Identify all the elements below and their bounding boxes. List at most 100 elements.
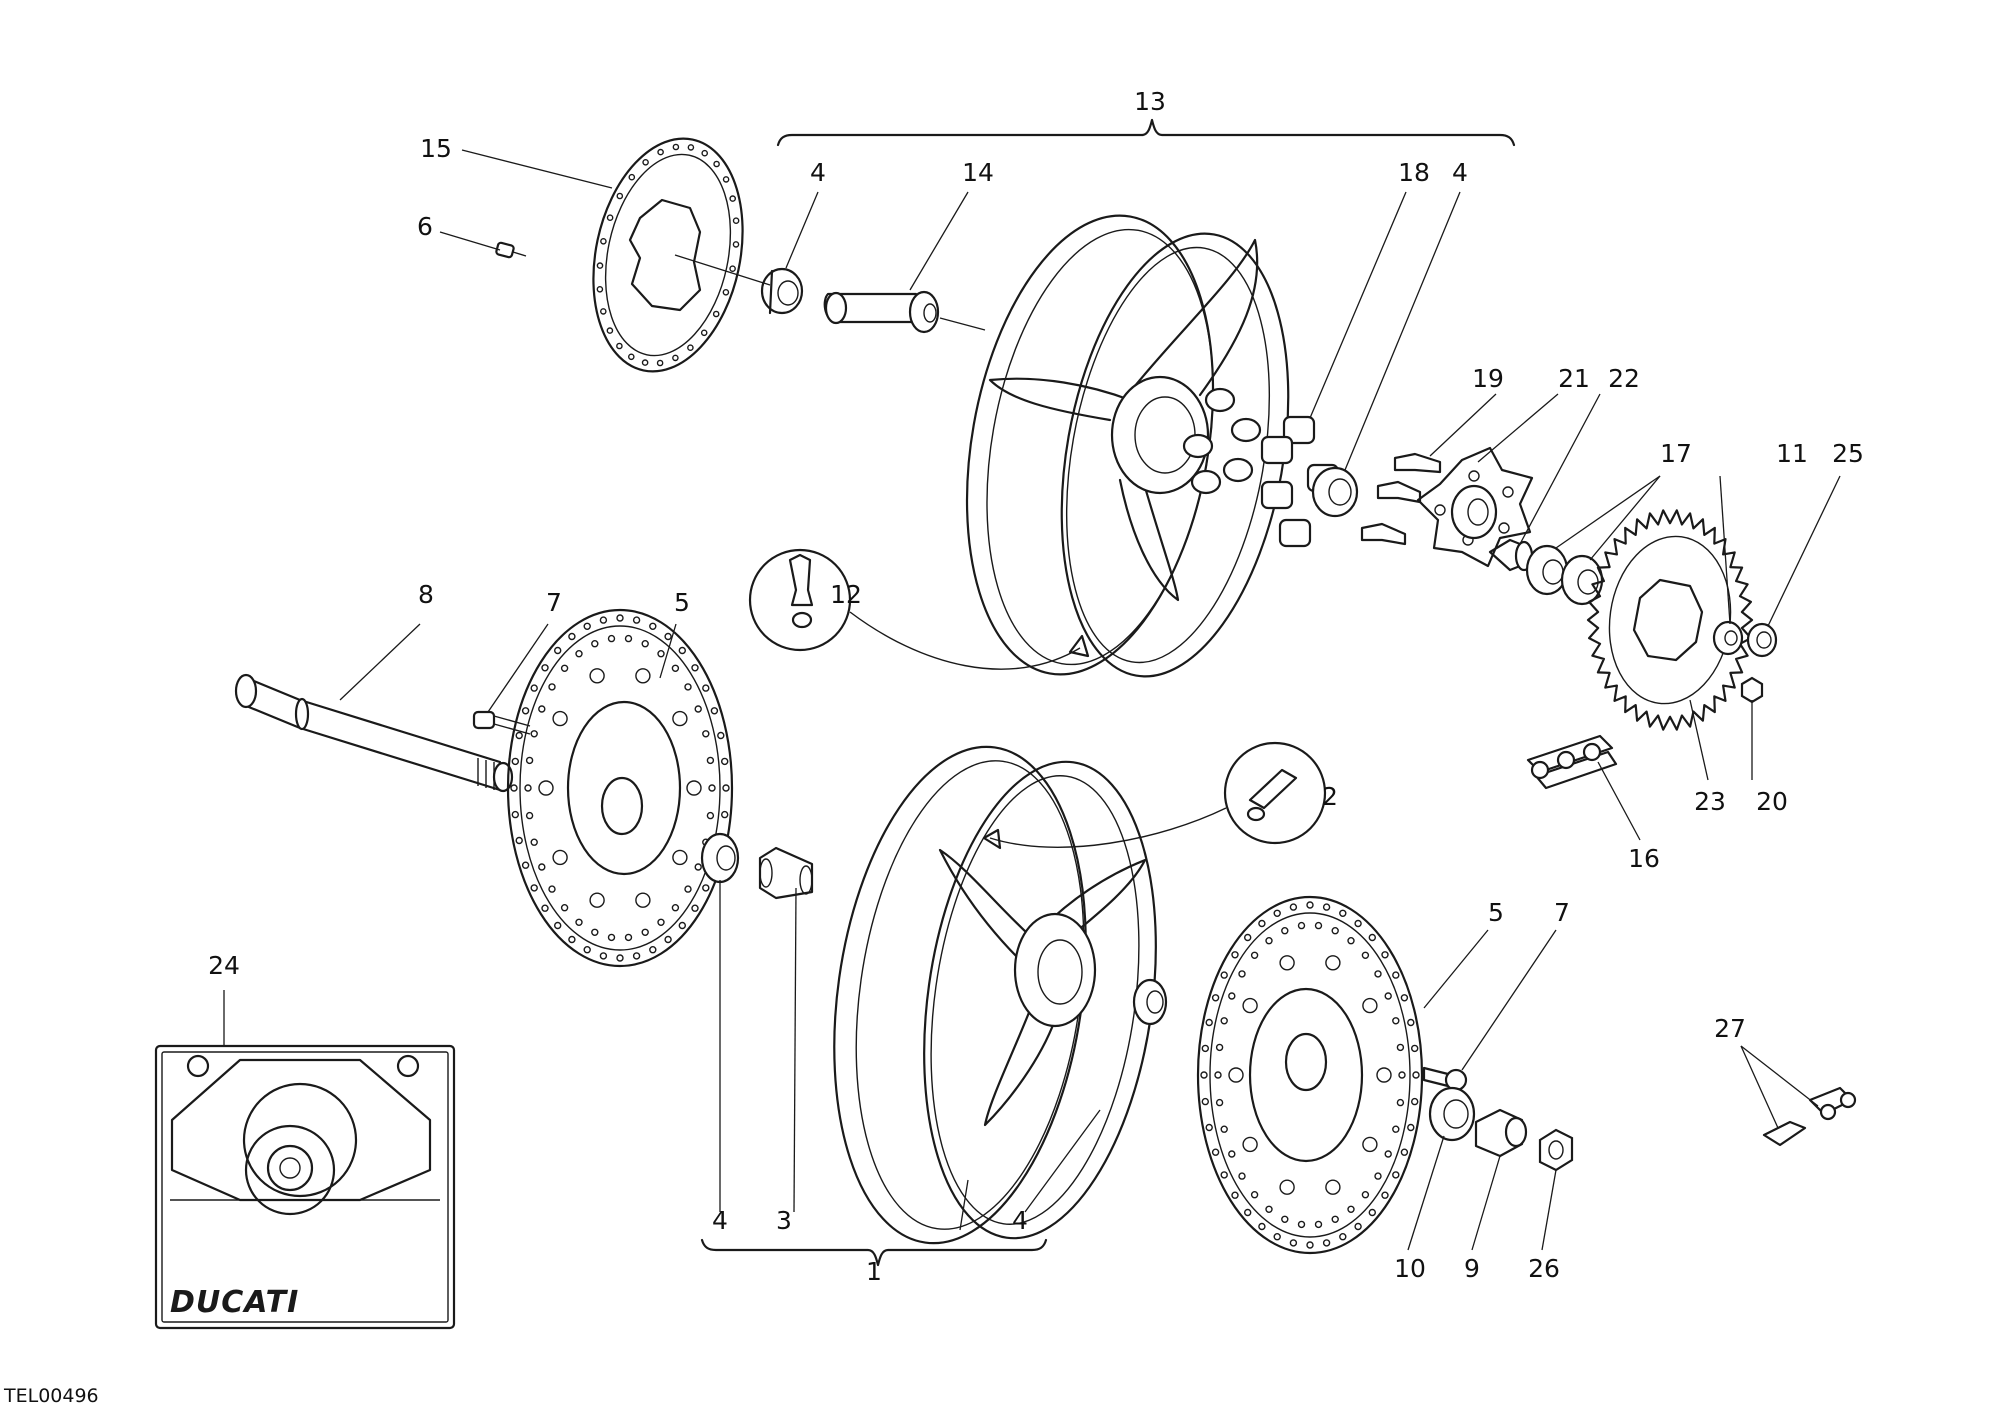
disc-hole — [672, 143, 680, 151]
disc-hole — [1211, 1148, 1220, 1156]
disc-hole — [1322, 903, 1331, 911]
disc-hole — [712, 310, 720, 318]
disc-hole — [708, 784, 716, 792]
disc-hole — [1339, 1232, 1347, 1241]
disc-hole — [515, 731, 523, 740]
disc-hole — [1220, 1171, 1228, 1179]
disc-hole — [1242, 997, 1258, 1014]
disc-hole — [525, 811, 534, 820]
disc-hole — [691, 904, 699, 912]
disc-hole — [1279, 955, 1295, 971]
disc-hole — [1306, 1241, 1314, 1249]
disc-hole — [649, 622, 657, 630]
disc-hole — [635, 892, 651, 908]
disc-hole — [1331, 927, 1339, 935]
disc-hole — [530, 730, 538, 738]
disc-hole — [1410, 1044, 1419, 1053]
disc-hole — [687, 144, 695, 151]
front-right-bearing — [1428, 1086, 1476, 1142]
drawing-reference-code: TEL00496 — [3, 1385, 99, 1407]
sprocket-nut-ring — [1746, 622, 1778, 658]
disc-hole — [628, 353, 635, 361]
sprocket-washer — [1712, 620, 1744, 656]
callout-7-right: 7 — [1554, 898, 1570, 927]
disc-hole — [672, 849, 688, 866]
disc-hole — [694, 863, 702, 871]
disc-hole — [672, 354, 679, 362]
disc-hole — [1211, 994, 1220, 1002]
callout-5-left: 5 — [674, 588, 690, 617]
front-disc-bolt-left — [472, 710, 531, 735]
disc-hole — [552, 849, 568, 866]
disc-hole — [1201, 1097, 1210, 1106]
callout-7-left: 7 — [546, 588, 562, 617]
callout-23: 23 — [1694, 787, 1726, 816]
disc-hole — [722, 784, 730, 792]
disc-hole — [568, 935, 576, 944]
disc-hole — [721, 757, 729, 766]
disc-hole — [1392, 1125, 1400, 1133]
disc-hole — [684, 885, 692, 893]
disc-hole — [521, 861, 530, 869]
disc-hole — [1325, 955, 1341, 971]
disc-hole — [671, 904, 680, 912]
disc-hole — [684, 683, 692, 691]
disc-hole — [1374, 970, 1382, 978]
disc-hole — [606, 214, 614, 221]
callout-13: 13 — [1134, 87, 1166, 116]
disc-hole — [1376, 1067, 1392, 1083]
disc-hole — [1265, 937, 1273, 945]
rear-sprocket — [1586, 509, 1754, 731]
disc-hole — [1347, 1205, 1355, 1214]
disc-hole — [729, 195, 737, 202]
disc-hole — [510, 784, 518, 792]
disc-hole — [1273, 909, 1281, 917]
disc-hole — [568, 632, 576, 641]
callout-4-front-left: 4 — [712, 1206, 728, 1235]
callout-16: 16 — [1628, 844, 1660, 873]
front-right-spacer — [1474, 1108, 1528, 1158]
disc-hole — [616, 342, 623, 350]
disc-hole — [1314, 921, 1323, 930]
disc-hole — [1231, 951, 1239, 959]
disc-hole — [606, 327, 614, 334]
brace-1 — [700, 1238, 1048, 1267]
disc-hole — [596, 262, 604, 269]
callout-27: 27 — [1714, 1014, 1746, 1043]
callout-26: 26 — [1528, 1254, 1560, 1283]
disc-hole — [1297, 1220, 1306, 1229]
disc-hole — [599, 616, 608, 624]
callout-5-right: 5 — [1488, 898, 1504, 927]
disc-hole — [624, 933, 633, 942]
sprocket-carrier — [1416, 446, 1534, 568]
disc-hole — [1347, 937, 1355, 945]
disc-hole — [729, 265, 736, 273]
disc-hole — [706, 756, 715, 765]
front-brake-disc-left — [506, 608, 734, 968]
disc-hole — [1396, 1098, 1405, 1107]
disc-hole — [530, 884, 538, 892]
disc-hole — [1398, 1071, 1406, 1079]
disc-hole — [1322, 1239, 1331, 1247]
disc-hole — [1289, 1239, 1298, 1247]
callout-4-rear-right: 4 — [1452, 158, 1468, 187]
disc-hole — [541, 664, 549, 672]
disc-hole — [1392, 1017, 1400, 1025]
disc-hole — [1200, 1071, 1208, 1079]
disc-hole — [1368, 933, 1377, 942]
disc-hole — [1362, 1136, 1378, 1153]
disc-hole — [525, 756, 534, 765]
disc-hole — [1215, 1043, 1224, 1052]
disc-hole — [1265, 1205, 1273, 1214]
callout-22: 22 — [1608, 364, 1640, 393]
disc-hole — [1306, 901, 1314, 909]
disc-hole — [607, 634, 616, 643]
disc-hole — [1220, 971, 1228, 979]
front-brake-disc-right — [1196, 895, 1424, 1255]
disc-hole — [616, 614, 624, 622]
front-wheel-spacer — [758, 846, 814, 900]
disc-hole — [706, 811, 715, 820]
rear-wheel — [965, 214, 1340, 678]
disc-hole — [1242, 1136, 1258, 1153]
disc-hole — [600, 237, 607, 245]
